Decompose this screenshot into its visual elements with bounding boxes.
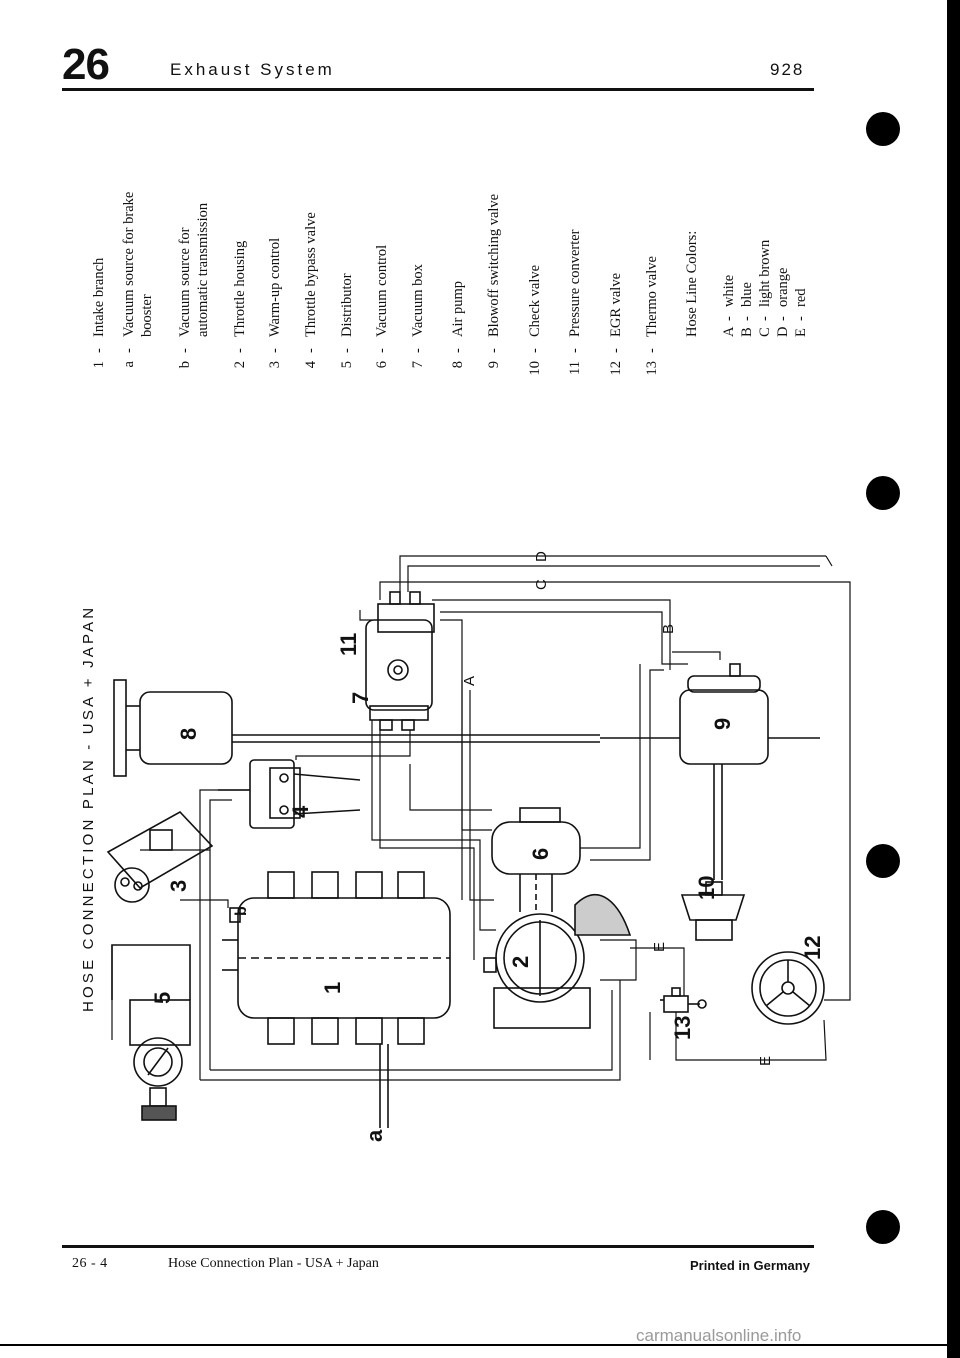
component-label-12: 12 bbox=[800, 936, 825, 960]
component-label-5: 5 bbox=[150, 992, 175, 1004]
component-label-13: 13 bbox=[670, 1016, 695, 1040]
hose-label-E: E bbox=[757, 1056, 774, 1066]
hose-label-A: A bbox=[461, 676, 478, 686]
component-label-8: 8 bbox=[176, 728, 201, 740]
warm-up-control-3 bbox=[106, 810, 214, 903]
distributor-5 bbox=[111, 944, 191, 1121]
egr-valve-12 bbox=[751, 951, 825, 1025]
hose-label-C: C bbox=[533, 579, 550, 590]
binder-hole bbox=[866, 112, 900, 146]
hose-label-D: D bbox=[533, 551, 550, 562]
component-label-1: 1 bbox=[320, 982, 345, 994]
intake-branch-1 bbox=[222, 871, 451, 1128]
component-label-7: 7 bbox=[348, 692, 373, 704]
thermo-valve-13 bbox=[660, 987, 707, 1013]
section-title: Exhaust System bbox=[170, 60, 335, 79]
page-edge bbox=[947, 0, 960, 1358]
hose-lines bbox=[111, 555, 851, 1081]
binder-hole bbox=[866, 1210, 900, 1244]
pressure-converter-11 bbox=[377, 591, 435, 633]
vacuum-box-7 bbox=[365, 619, 433, 731]
component-label-3: 3 bbox=[166, 880, 191, 892]
component-label-10: 10 bbox=[694, 876, 719, 900]
page-number: 26 - 4 bbox=[72, 1256, 108, 1271]
chapter-number: 26 bbox=[62, 40, 110, 89]
component-label-4: 4 bbox=[288, 805, 313, 818]
model-number: 928 bbox=[770, 60, 805, 79]
printed-in: Printed in Germany bbox=[690, 1258, 810, 1273]
throttle-housing-2 bbox=[483, 893, 632, 1029]
component-label-2: 2 bbox=[508, 956, 533, 968]
check-valve-10 bbox=[680, 881, 746, 941]
header-rule bbox=[62, 88, 814, 91]
component-label-9: 9 bbox=[710, 718, 735, 730]
component-label-b: b bbox=[233, 906, 250, 916]
hose-label-B: B bbox=[660, 624, 677, 634]
hose-label-E: E bbox=[651, 942, 668, 952]
air-pump-8 bbox=[113, 679, 600, 777]
component-label-11: 11 bbox=[336, 633, 361, 656]
vacuum-control-6 bbox=[491, 807, 581, 914]
watermark: carmanualsonline.info bbox=[636, 1326, 802, 1345]
footer-title: Hose Connection Plan - USA + Japan bbox=[168, 1256, 379, 1271]
binder-hole bbox=[866, 476, 900, 510]
scan-bottom-line bbox=[0, 1344, 960, 1346]
component-label-a: a bbox=[362, 1129, 387, 1142]
footer-rule bbox=[62, 1245, 814, 1248]
binder-hole bbox=[866, 844, 900, 878]
component-label-6: 6 bbox=[528, 848, 553, 860]
throttle-bypass-valve-4 bbox=[218, 759, 361, 829]
